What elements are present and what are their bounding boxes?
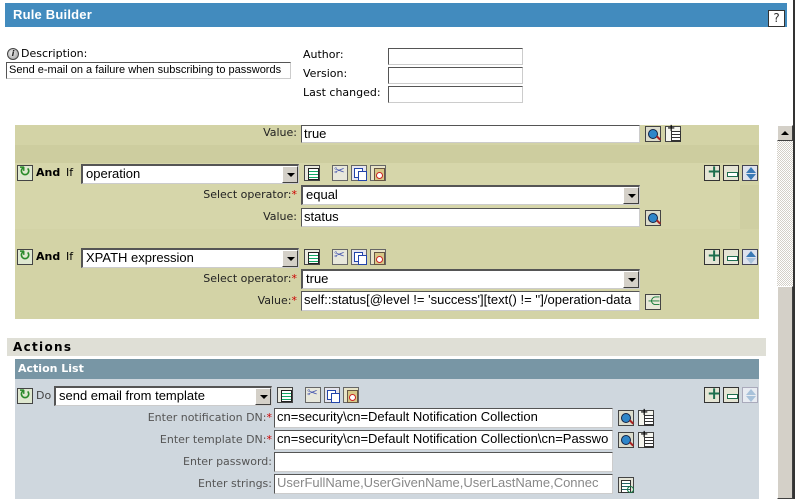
- remove-icon[interactable]: [723, 165, 739, 181]
- author-label: Author:: [303, 48, 344, 61]
- toggle-connector-icon[interactable]: [17, 248, 33, 265]
- if-label: If: [66, 250, 74, 263]
- copy-icon[interactable]: [324, 387, 340, 403]
- chevron-down-icon[interactable]: [282, 166, 298, 183]
- search-icon[interactable]: [645, 210, 661, 226]
- search-icon[interactable]: [645, 126, 661, 142]
- move-up-down-icon: [742, 387, 758, 403]
- action-list-header: [15, 359, 759, 379]
- action-list-title: Action List: [18, 362, 84, 375]
- description-label: Description:: [21, 47, 88, 60]
- operator-select-value: equal: [306, 187, 338, 202]
- toggle-connector-icon[interactable]: [17, 164, 33, 181]
- help-button[interactable]: ?: [768, 10, 785, 27]
- window-right-border: [793, 0, 797, 499]
- strings-input[interactable]: UserFullName,UserGivenName,UserLastName,…: [274, 474, 613, 494]
- chevron-down-icon[interactable]: [623, 271, 639, 288]
- paste-icon[interactable]: [343, 387, 359, 403]
- chevron-down-icon[interactable]: [255, 388, 271, 405]
- xpath-value-input[interactable]: self::status[@level != 'success'][text()…: [301, 291, 640, 311]
- operator-select[interactable]: equal: [301, 185, 640, 205]
- move-up-down-icon[interactable]: [742, 249, 758, 265]
- scroll-up-button[interactable]: [777, 125, 793, 141]
- action-select[interactable]: send email from template: [54, 386, 272, 406]
- version-label: Version:: [303, 67, 348, 80]
- cut-icon[interactable]: [332, 248, 348, 265]
- info-icon: i: [7, 48, 19, 60]
- strings-builder-icon[interactable]: [618, 477, 634, 493]
- do-label: Do: [36, 389, 52, 402]
- condition-select-value: XPATH expression: [86, 250, 194, 265]
- value-label: Value:*: [257, 294, 297, 307]
- condition-select-value: operation: [86, 166, 141, 181]
- chevron-down-icon[interactable]: [282, 250, 298, 267]
- cut-icon[interactable]: [305, 386, 321, 403]
- edit-icon[interactable]: [277, 387, 293, 403]
- condition-select[interactable]: XPATH expression: [81, 248, 299, 268]
- condition-strip: [740, 185, 759, 229]
- add-icon[interactable]: [704, 384, 721, 404]
- template-dn-input[interactable]: cn=security\cn=Default Notification Coll…: [274, 430, 613, 450]
- edit-icon[interactable]: [304, 165, 320, 181]
- partial-value-input[interactable]: true: [301, 125, 640, 143]
- title-bar: Rule Builder ?: [5, 3, 787, 27]
- value-input[interactable]: status: [301, 208, 640, 227]
- value-label: Value:: [263, 210, 297, 223]
- paste-icon[interactable]: [370, 165, 386, 181]
- cut-icon[interactable]: [332, 164, 348, 181]
- operator-select[interactable]: true: [301, 269, 640, 289]
- paste-icon[interactable]: [370, 249, 386, 265]
- version-input[interactable]: [388, 67, 523, 84]
- copy-icon[interactable]: [351, 249, 367, 265]
- if-label: If: [66, 166, 74, 179]
- template-dn-label: Enter template DN:*: [159, 433, 272, 446]
- search-icon[interactable]: [618, 410, 634, 426]
- operator-select-value: true: [306, 271, 329, 286]
- window-title: Rule Builder: [13, 7, 92, 22]
- description-input[interactable]: Send e-mail on a failure when subscribin…: [6, 62, 291, 79]
- chevron-down-icon[interactable]: [623, 187, 639, 204]
- action-select-value: send email from template: [59, 388, 205, 403]
- xpath-builder-icon[interactable]: [645, 294, 661, 310]
- condition-select[interactable]: operation: [81, 164, 299, 184]
- partial-value-label: Value:: [263, 126, 297, 139]
- remove-icon[interactable]: [723, 387, 739, 403]
- move-up-down-icon[interactable]: [742, 165, 758, 181]
- password-label: Enter password:: [183, 455, 272, 468]
- last-changed-input[interactable]: [388, 86, 523, 103]
- scroll-thumb[interactable]: [777, 286, 793, 499]
- connector-label: And: [36, 250, 61, 263]
- notification-dn-label: Enter notification DN:*: [147, 411, 272, 424]
- actions-title: Actions: [13, 340, 73, 354]
- operator-label: Select operator:*: [203, 272, 297, 285]
- condition-separator: [15, 145, 759, 163]
- browse-icon[interactable]: [638, 429, 654, 448]
- edit-icon[interactable]: [304, 249, 320, 265]
- operator-label: Select operator:*: [203, 188, 297, 201]
- copy-icon[interactable]: [351, 165, 367, 181]
- actions-section-header: [7, 338, 766, 356]
- strings-label: Enter strings:: [197, 477, 272, 490]
- notification-dn-input[interactable]: cn=security\cn=Default Notification Coll…: [274, 408, 613, 428]
- browse-icon[interactable]: [665, 123, 681, 142]
- remove-icon[interactable]: [723, 249, 739, 265]
- add-icon[interactable]: [704, 162, 721, 182]
- add-icon[interactable]: [704, 246, 721, 266]
- search-icon[interactable]: [618, 432, 634, 448]
- toggle-do-icon[interactable]: [17, 387, 33, 404]
- author-input[interactable]: [388, 48, 523, 65]
- last-changed-label: Last changed:: [303, 86, 381, 99]
- browse-icon[interactable]: [638, 407, 654, 426]
- connector-label: And: [36, 166, 61, 179]
- password-input[interactable]: [274, 452, 613, 472]
